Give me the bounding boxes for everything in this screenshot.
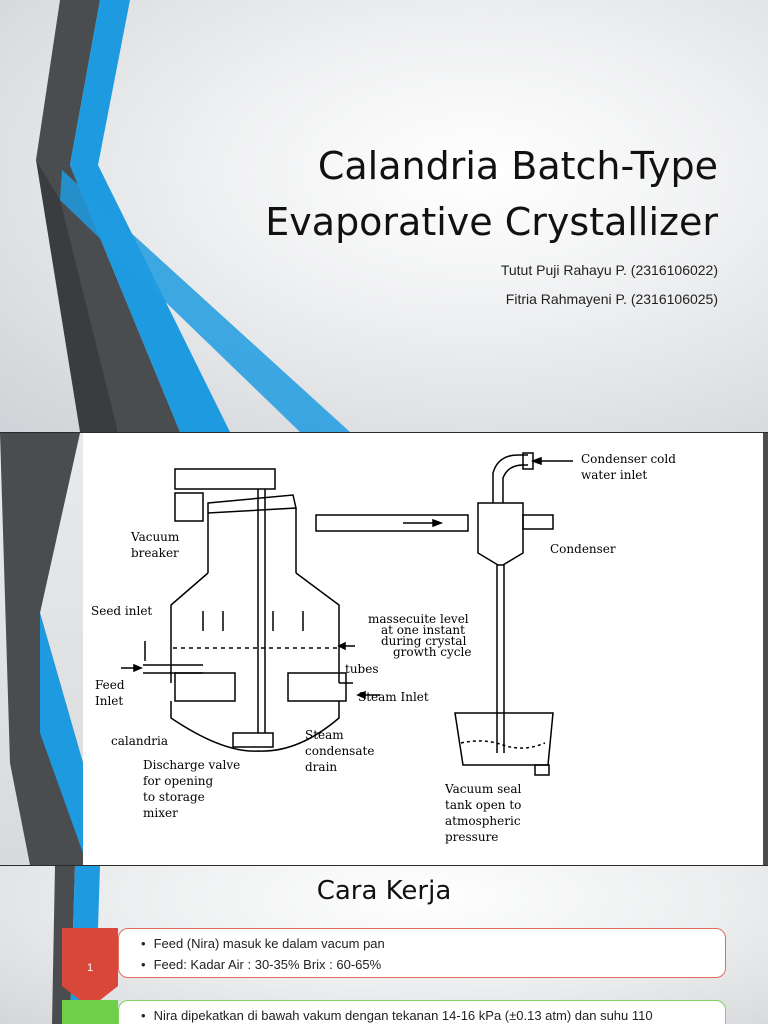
label-discharge-4: mixer — [143, 806, 178, 820]
step-1-item-1: Feed (Nira) masuk ke dalam vacum pan — [141, 933, 715, 954]
label-discharge-2: for opening — [143, 774, 214, 788]
step-1-marker: 1 — [62, 928, 118, 1008]
label-calandria: calandria — [111, 734, 168, 748]
label-massecuite-2: at one instant — [381, 623, 465, 637]
process-slide: Cara Kerja 1 Feed (Nira) masuk ke dalam … — [0, 866, 768, 1024]
label-condensate: condensate — [305, 744, 374, 758]
step-1-box: Feed (Nira) masuk ke dalam vacum pan Fee… — [118, 928, 726, 978]
slide-heading: Cara Kerja — [316, 876, 452, 906]
motor-housing — [174, 468, 276, 490]
label-feed: Feed — [95, 678, 125, 692]
label-vacseal-2: tank open to — [445, 798, 521, 812]
title-slide: Calandria Batch-Type Evaporative Crystal… — [0, 0, 768, 432]
label-vacseal-4: pressure — [445, 830, 498, 844]
vapor-pipe — [315, 514, 469, 532]
label-seed-inlet: Seed inlet — [91, 604, 152, 618]
step-2-marker — [62, 1000, 118, 1024]
decorative-stripes-2 — [0, 433, 83, 865]
label-condenser: Condenser — [550, 542, 616, 556]
label-massecuite-4: growth cycle — [393, 645, 471, 659]
slide-divider-2 — [0, 865, 768, 866]
label-tubes: tubes — [345, 662, 379, 676]
title-line-1: Calandria Batch-Type — [317, 144, 718, 188]
condenser-body — [477, 502, 524, 566]
step-2-box: Nira dipekatkan di bawah vakum dengan te… — [118, 1000, 726, 1024]
label-discharge-3: to storage — [143, 790, 205, 804]
diagram-slide: Condenser cold water inlet Condenser Vac… — [0, 433, 768, 865]
title-line-2: Evaporative Crystallizer — [265, 200, 718, 244]
label-massecuite-3: during crystal — [381, 634, 467, 648]
label-breaker: breaker — [131, 546, 179, 560]
step-2-item-1: Nira dipekatkan di bawah vakum dengan te… — [141, 1005, 715, 1024]
label-vacuum: Vacuum — [130, 530, 180, 544]
label-condenser-cold: Condenser cold — [581, 452, 676, 466]
motor-box — [174, 492, 204, 522]
label-steam: Steam — [305, 728, 344, 742]
label-discharge-1: Discharge valve — [143, 758, 240, 772]
decorative-stripes-right — [763, 433, 768, 865]
label-water-inlet: water inlet — [581, 468, 647, 482]
label-vacseal-3: atmospheric — [445, 814, 521, 828]
step-1-number: 1 — [86, 962, 94, 974]
authors: Tutut Puji Rahayu P. (2316106022) Fitria… — [501, 256, 718, 314]
decorative-stripes — [36, 0, 350, 432]
author-2: Fitria Rahmayeni P. (2316106025) — [505, 291, 718, 307]
author-1: Tutut Puji Rahayu P. (2316106022) — [500, 262, 718, 278]
calandria-right — [287, 672, 347, 702]
slide-title: Calandria Batch-Type Evaporative Crystal… — [198, 138, 718, 250]
step-1-item-2: Feed: Kadar Air : 30-35% Brix : 60-65% — [141, 954, 715, 975]
calandria-left — [174, 672, 236, 702]
crystallizer-diagram: Condenser cold water inlet Condenser Vac… — [83, 433, 763, 865]
slide-divider — [0, 432, 768, 433]
label-inlet: Inlet — [95, 694, 123, 708]
label-drain: drain — [305, 760, 337, 774]
label-steam-inlet: Steam Inlet — [358, 690, 429, 704]
label-massecuite-1: massecuite level — [368, 612, 469, 626]
label-vacseal-1: Vacuum seal — [444, 782, 522, 796]
